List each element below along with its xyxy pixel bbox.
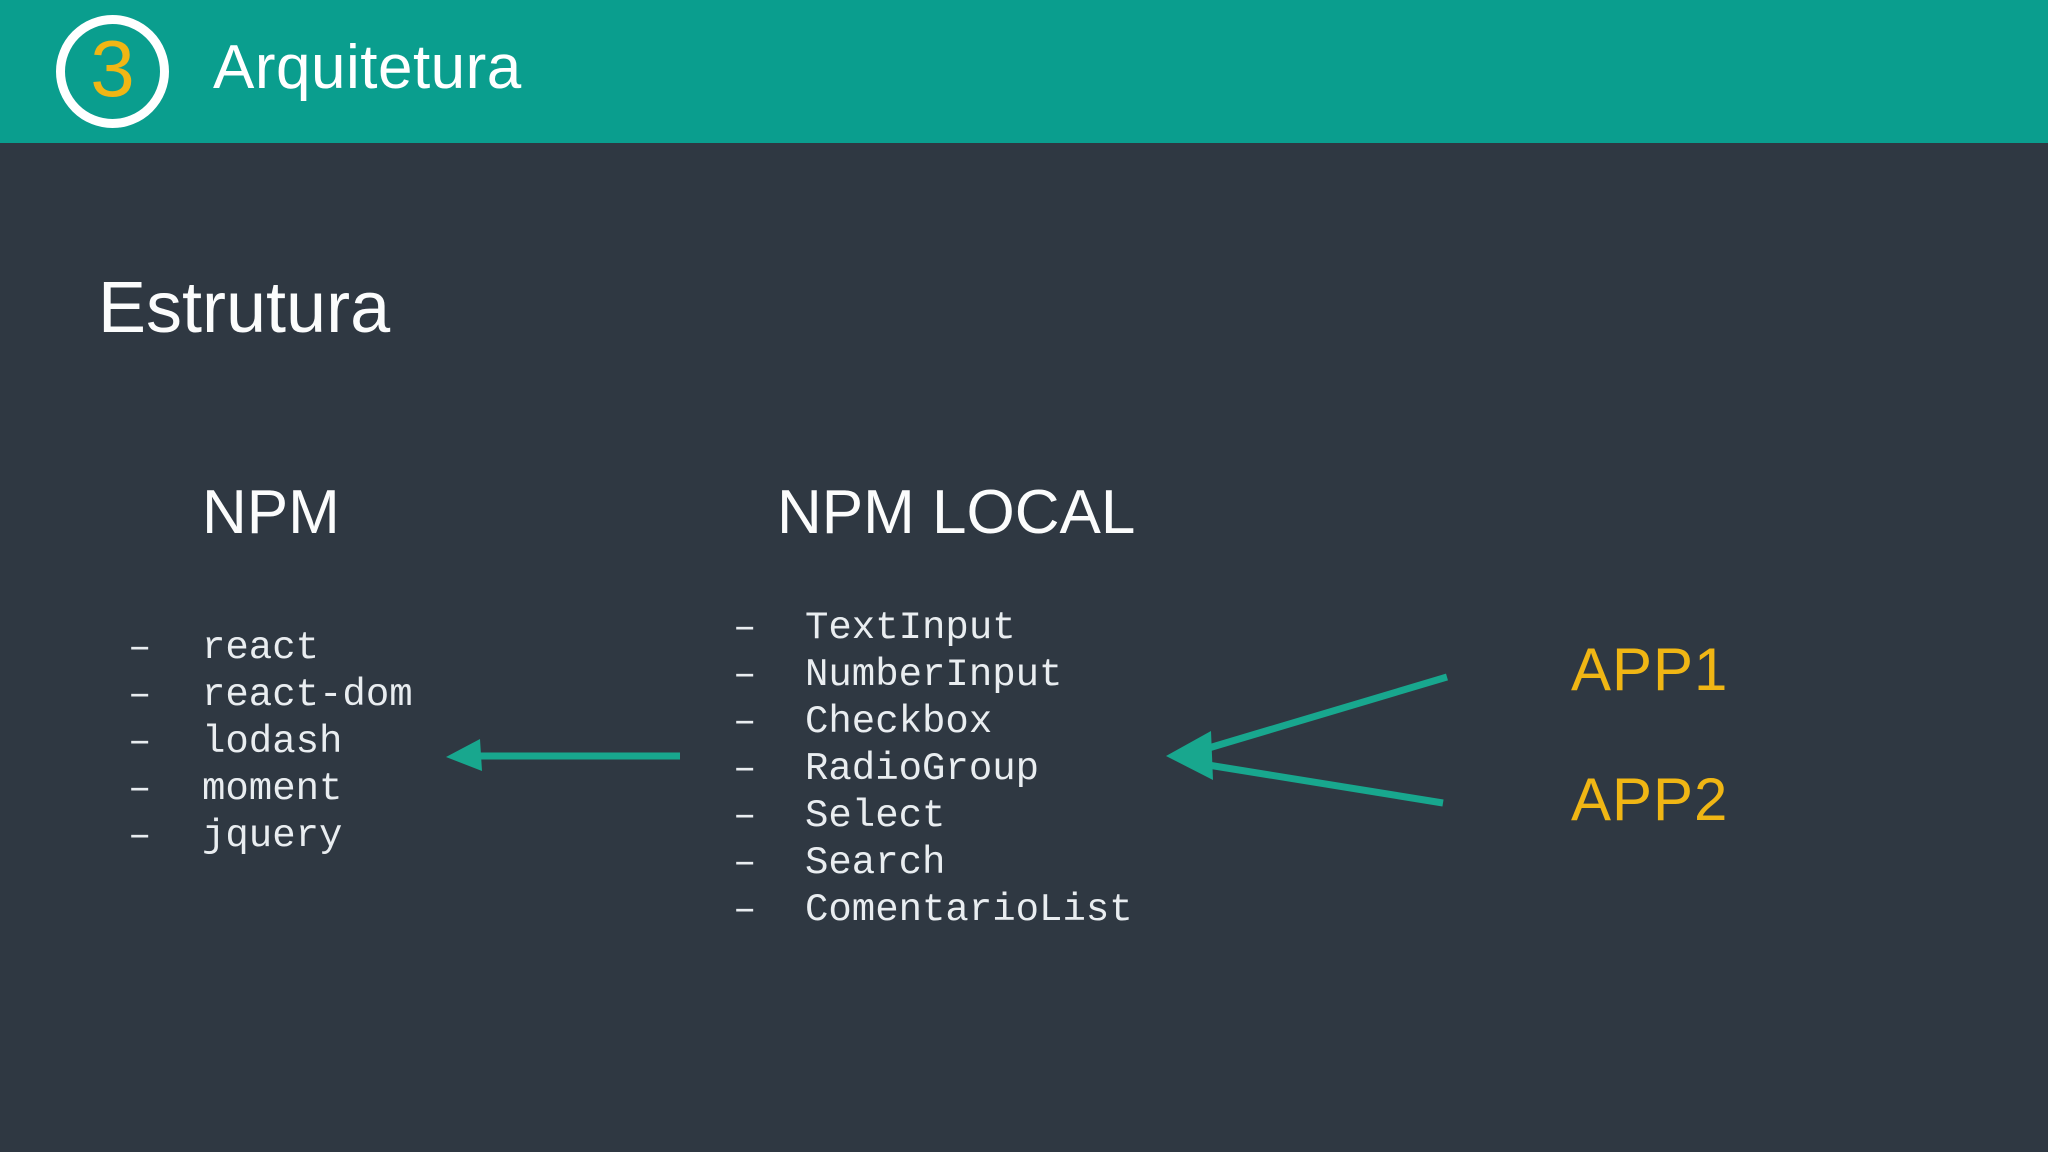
- component-name: Select: [805, 793, 946, 838]
- list-item: – RadioGroup: [733, 745, 1133, 792]
- list-item: – moment: [128, 765, 413, 812]
- arrowhead-converging-icon: [1166, 731, 1213, 780]
- package-name: lodash: [202, 719, 343, 764]
- list-item: – Select: [733, 792, 1133, 839]
- package-name: react-dom: [202, 672, 413, 717]
- list-item: – react: [128, 624, 413, 671]
- arrow-npmlocal-to-npm: [446, 739, 680, 771]
- bullet-dash: –: [733, 793, 757, 838]
- package-name: jquery: [202, 813, 343, 858]
- npm-package-list: – react – react-dom – lodash – moment – …: [128, 624, 413, 859]
- component-name: Checkbox: [805, 699, 993, 744]
- component-name: RadioGroup: [805, 746, 1040, 791]
- bullet-dash: –: [733, 605, 757, 650]
- slide-title: Arquitetura: [213, 33, 522, 102]
- list-item: – NumberInput: [733, 651, 1133, 698]
- section-title: Estrutura: [98, 268, 391, 348]
- bullet-dash: –: [128, 625, 152, 670]
- app1-label: APP1: [1571, 636, 1729, 703]
- bullet-dash: –: [733, 652, 757, 697]
- list-item: – react-dom: [128, 671, 413, 718]
- list-item: – Checkbox: [733, 698, 1133, 745]
- list-item: – ComentarioList: [733, 886, 1133, 933]
- component-name: NumberInput: [805, 652, 1063, 697]
- arrow-app1-to-npmlocal: [1201, 673, 1448, 754]
- list-item: – Search: [733, 839, 1133, 886]
- bullet-dash: –: [128, 813, 152, 858]
- list-item: – TextInput: [733, 604, 1133, 651]
- step-number: 3: [90, 23, 135, 113]
- list-item: – jquery: [128, 812, 413, 859]
- arrowhead-left-icon: [446, 739, 482, 771]
- component-name: Search: [805, 840, 946, 885]
- component-name: TextInput: [805, 605, 1016, 650]
- bullet-dash: –: [128, 672, 152, 717]
- npm-column-title: NPM: [202, 478, 340, 547]
- package-name: moment: [202, 766, 343, 811]
- npm-local-column-title: NPM LOCAL: [777, 478, 1136, 547]
- list-item: – lodash: [128, 718, 413, 765]
- bullet-dash: –: [128, 719, 152, 764]
- bullet-dash: –: [733, 699, 757, 744]
- package-name: react: [202, 625, 320, 670]
- app2-label: APP2: [1571, 766, 1729, 833]
- bullet-dash: –: [733, 746, 757, 791]
- bullet-dash: –: [733, 887, 757, 932]
- arrow-app2-to-npmlocal: [1201, 760, 1444, 807]
- bullet-dash: –: [733, 840, 757, 885]
- step-number-badge: 3: [56, 15, 169, 128]
- component-name: ComentarioList: [805, 887, 1133, 932]
- slide-header: 3 Arquitetura: [0, 0, 2048, 143]
- bullet-dash: –: [128, 766, 152, 811]
- npm-local-package-list: – TextInput – NumberInput – Checkbox – R…: [733, 604, 1133, 933]
